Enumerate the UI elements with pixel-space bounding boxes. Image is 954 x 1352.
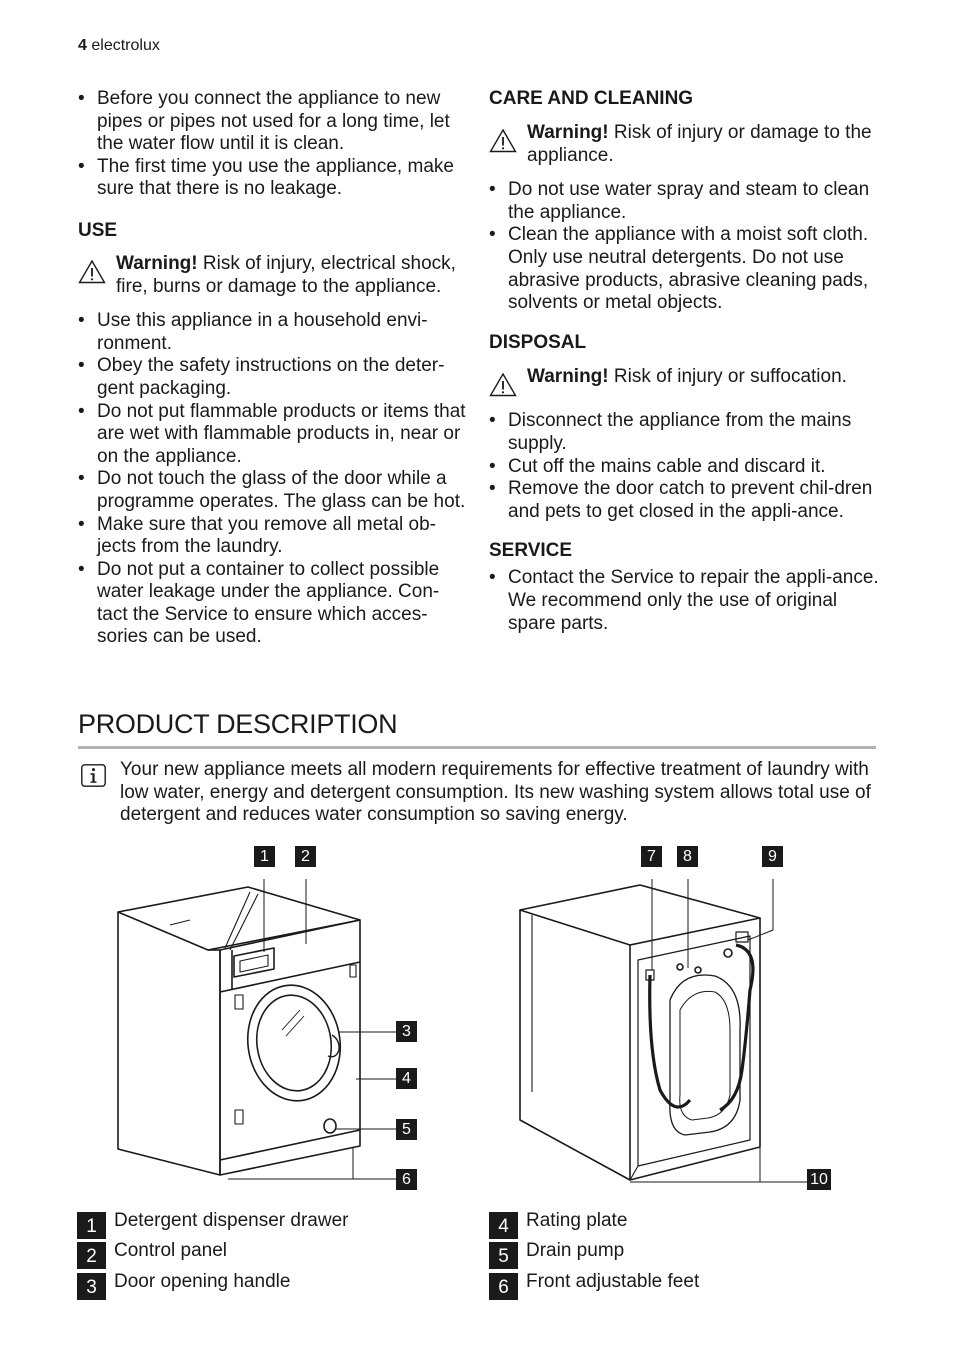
legend-number: 3 [77, 1273, 106, 1300]
list-item: Use this appliance in a household envi-r… [78, 310, 468, 355]
warning-text: Risk of injury, electrical shock, fire, … [116, 252, 456, 297]
legend-label: Detergent dispenser drawer [114, 1210, 349, 1231]
callout-10: 10 [807, 1169, 831, 1190]
legend-label: Control panel [114, 1240, 228, 1261]
callout-4: 4 [396, 1068, 417, 1089]
care-warning: Warning! Risk of injury or damage to the… [489, 122, 881, 167]
legend-number: 5 [489, 1242, 518, 1269]
section-divider [78, 746, 876, 749]
callout-9: 9 [762, 846, 783, 867]
legend-left: 1 Detergent dispenser drawer 2 Control p… [77, 1210, 457, 1302]
rear-view-illustration [519, 879, 810, 1183]
list-item: Obey the safety instructions on the dete… [78, 355, 468, 400]
list-item: Do not use water spray and steam to clea… [489, 179, 881, 224]
list-item: Do not put a container to collect possib… [78, 559, 468, 649]
use-warning: Warning! Risk of injury, electrical shoc… [78, 253, 468, 298]
warning-label: Warning! [527, 365, 609, 387]
care-heading: CARE AND CLEANING [489, 88, 694, 109]
list-item: Cut off the mains cable and discard it. [489, 456, 881, 479]
left-column: Before you connect the appliance to new … [78, 88, 468, 649]
disposal-bullets: Disconnect the appliance from the mains … [489, 410, 881, 523]
right-column: CARE AND CLEANING Warning! Risk of injur… [489, 88, 881, 635]
legend-number: 1 [77, 1212, 106, 1239]
list-item: Do not touch the glass of the door while… [78, 468, 468, 513]
service-heading: SERVICE [489, 540, 573, 562]
list-item: Do not put flammable products or items t… [78, 401, 468, 469]
warning-icon [489, 128, 517, 153]
list-item: The first time you use the appliance, ma… [78, 156, 468, 201]
section-title: PRODUCT DESCRIPTION [78, 709, 398, 739]
service-bullets: Contact the Service to repair the appli-… [489, 567, 881, 635]
callout-7: 7 [641, 846, 662, 867]
warning-icon [78, 259, 106, 284]
list-item: Contact the Service to repair the appli-… [489, 567, 881, 635]
legend-number: 2 [77, 1242, 106, 1269]
list-item: Disconnect the appliance from the mains … [489, 410, 881, 455]
callout-1: 1 [254, 846, 275, 867]
legend-label: Front adjustable feet [526, 1271, 700, 1292]
callout-3: 3 [396, 1021, 417, 1042]
legend-label: Rating plate [526, 1210, 628, 1231]
legend-label: Drain pump [526, 1240, 625, 1261]
warning-label: Warning! [527, 122, 609, 143]
list-item: Before you connect the appliance to new … [78, 88, 468, 156]
info-text: Your new appliance meets all modern requ… [120, 759, 871, 826]
list-item: Remove the door catch to prevent chil-dr… [489, 478, 881, 523]
brand-name: electrolux [91, 37, 160, 54]
warning-text: Risk of injury or damage to the applianc… [527, 122, 872, 166]
disposal-heading: DISPOSAL [489, 331, 587, 353]
use-bullets: Use this appliance in a household envi-r… [78, 310, 468, 649]
care-bullets: Do not use water spray and steam to clea… [489, 179, 881, 315]
legend-number: 6 [489, 1273, 518, 1300]
front-view-illustration [117, 879, 400, 1180]
legend-number: 4 [489, 1212, 518, 1239]
use-heading: USE [78, 219, 118, 241]
disposal-warning: Warning! Risk of injury or suffocation. [489, 365, 881, 396]
callout-2: 2 [295, 846, 316, 867]
list-item: Make sure that you remove all metal ob-j… [78, 514, 468, 559]
warning-text: Risk of injury or suffocation. [608, 365, 847, 387]
list-item: Clean the appliance with a moist soft cl… [489, 224, 881, 314]
legend-label: Door opening handle [114, 1271, 291, 1292]
callout-5: 5 [396, 1119, 417, 1140]
legend-right: 4 Rating plate 5 Drain pump 6 Front adju… [489, 1210, 869, 1302]
warning-icon [489, 372, 517, 396]
info-icon [81, 764, 106, 787]
callout-6: 6 [396, 1169, 417, 1190]
page-number: 4 [78, 37, 87, 54]
intro-bullets: Before you connect the appliance to new … [78, 88, 468, 201]
warning-label: Warning! [116, 252, 198, 274]
page-header: 4 electrolux [78, 37, 160, 55]
info-note: Your new appliance meets all modern requ… [78, 759, 878, 827]
callout-8: 8 [677, 846, 698, 867]
